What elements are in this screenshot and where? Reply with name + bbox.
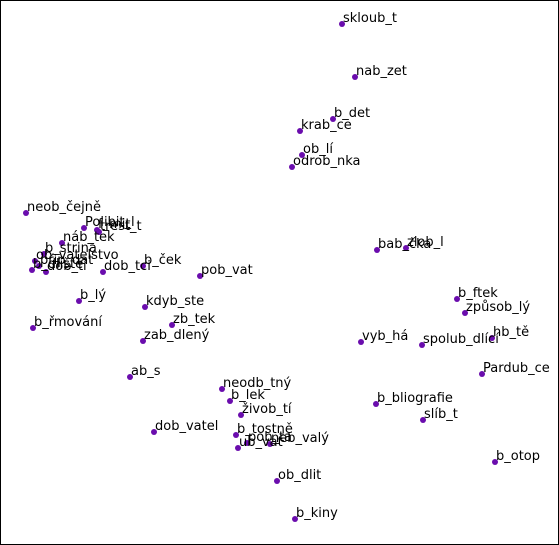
scatter-point — [140, 338, 146, 344]
point-label: hb_tě — [493, 325, 529, 340]
point-label: b_tostně — [237, 422, 293, 437]
scatter-point — [227, 398, 233, 404]
point-label: vyb_há — [362, 329, 408, 344]
scatter-point — [289, 164, 295, 170]
scatter-point — [43, 269, 49, 275]
scatter-point — [41, 251, 47, 257]
point-label: trest_t — [100, 219, 142, 234]
point-label: bab_čka — [378, 237, 431, 252]
scatter-point — [59, 240, 65, 246]
scatter-point — [403, 245, 409, 251]
scatter-point — [479, 371, 485, 377]
scatter-point — [29, 267, 35, 273]
scatter-point — [233, 432, 239, 438]
point-label: náb_tek — [63, 230, 115, 245]
point-label: neb_valý — [271, 431, 329, 446]
point-label: b_lek — [231, 388, 265, 403]
point-label: b_kiny — [296, 506, 338, 521]
scatter-point — [267, 441, 273, 447]
point-label: způsob_lý — [466, 300, 530, 315]
point-label: živob_tí — [242, 402, 292, 417]
point-label: pob_vat — [201, 263, 253, 278]
scatter-point — [140, 263, 146, 269]
scatter-point — [419, 342, 425, 348]
scatter-point — [238, 412, 244, 418]
scatter-point — [420, 417, 426, 423]
point-label: b_bliografie — [377, 391, 453, 406]
scatter-point — [339, 21, 345, 27]
point-label: b_strina — [45, 241, 97, 256]
point-label: ab_s — [131, 364, 161, 379]
scatter-point — [454, 296, 460, 302]
point-label: b_řmování — [34, 315, 102, 330]
scatter-point — [197, 273, 203, 279]
point-label: ob_dlit — [278, 468, 321, 483]
scatter-point — [30, 325, 36, 331]
scatter-point — [36, 263, 42, 269]
point-label: neodb_tný — [223, 376, 292, 391]
scatter-point — [169, 322, 175, 328]
scatter-point — [462, 310, 468, 316]
scatter-point — [297, 128, 303, 134]
scatter-point — [142, 304, 148, 310]
point-label: zab_dlený — [144, 328, 210, 343]
scatter-point — [492, 459, 498, 465]
scatter-point — [299, 152, 305, 158]
point-label: odrob_nka — [293, 154, 360, 169]
point-label: nab_zet — [356, 64, 407, 79]
point-label: dob_tí — [47, 259, 87, 274]
point-label: pob_ta — [248, 430, 292, 445]
scatter-point — [489, 335, 495, 341]
scatter-point — [274, 478, 280, 484]
point-label: ob_lí — [303, 142, 333, 157]
point-label: kdyb_ste — [146, 294, 204, 309]
point-label: b_ftek — [458, 286, 498, 301]
point-label: dob_tci — [104, 259, 151, 274]
scatter-point — [76, 298, 82, 304]
point-label: Pardub_ce — [483, 361, 550, 376]
point-label: zb_tek — [173, 312, 216, 327]
point-label: f_mit — [98, 217, 130, 232]
scatter-point — [374, 247, 380, 253]
point-label: b_otop — [496, 449, 540, 464]
scatter-point — [244, 440, 250, 446]
scatter-point — [352, 74, 358, 80]
scatter-point — [235, 445, 241, 451]
point-label: b_lý — [80, 288, 106, 303]
point-label: b_ček — [144, 253, 182, 268]
point-label: neob_čejně — [27, 200, 101, 215]
scatter-point — [127, 374, 133, 380]
scatter-point — [23, 210, 29, 216]
scatter-point — [32, 258, 38, 264]
scatter-point — [373, 401, 379, 407]
point-label: skloub_t — [343, 11, 397, 26]
point-label: krab_ce — [301, 118, 352, 133]
point-label: ob_vatelstvo — [36, 248, 119, 263]
point-label: ub_vat — [239, 435, 283, 450]
point-label: b_dliště — [33, 257, 83, 272]
scatter-point — [96, 229, 102, 235]
point-label: slíb_t — [424, 407, 458, 422]
scatter-point — [100, 269, 106, 275]
points-layer — [23, 21, 498, 522]
point-label: přip_dat — [40, 253, 93, 268]
scatter-point — [292, 516, 298, 522]
point-label: Polibit_l — [85, 215, 135, 230]
point-label: zlob_l — [407, 235, 444, 250]
scatter-point — [358, 339, 364, 345]
scatter-point — [330, 116, 336, 122]
point-label: dob_vatel — [155, 419, 218, 434]
point-label: spolub_dlící — [423, 332, 499, 347]
scatter-point — [151, 429, 157, 435]
scatter-point — [81, 225, 87, 231]
scatter-point — [219, 386, 225, 392]
point-label: b_det — [334, 106, 370, 121]
